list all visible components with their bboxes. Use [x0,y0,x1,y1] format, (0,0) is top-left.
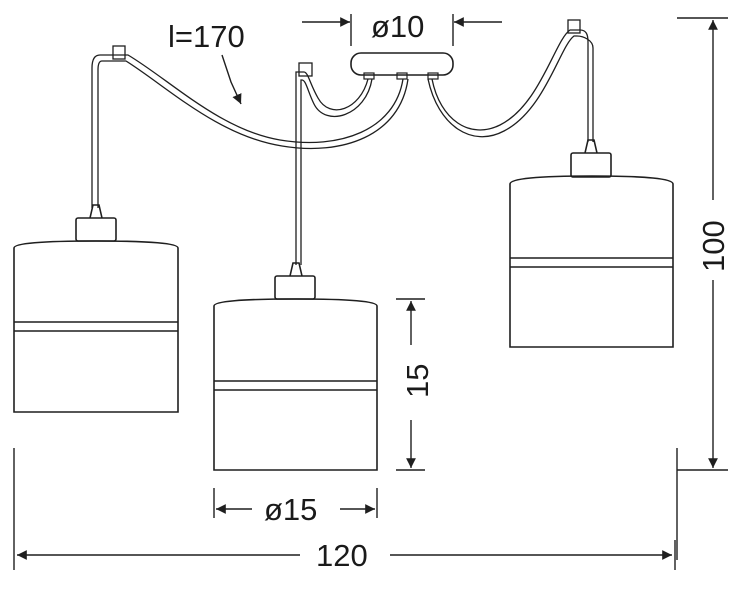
total-height-label: 100 [696,220,731,272]
total-height-dimension [676,17,728,560]
canopy-diameter-label: ø10 [371,9,424,44]
shade-diameter-dimension [213,488,378,518]
left-shade [13,204,179,413]
right-shade [509,139,674,348]
ceiling-canopy [350,52,454,80]
shade-height-dimension [396,298,425,471]
shade-height-label: 15 [400,364,435,398]
canopy-diameter-dimension [302,14,502,46]
cable-length-dimension: l=170 [168,19,245,105]
middle-shade [213,262,378,471]
shade-diameter-label: ø15 [264,492,317,527]
total-width-dimension [13,448,676,570]
cable-length-label: l=170 [168,19,245,54]
total-width-label: 120 [316,538,368,573]
cables [91,19,594,265]
